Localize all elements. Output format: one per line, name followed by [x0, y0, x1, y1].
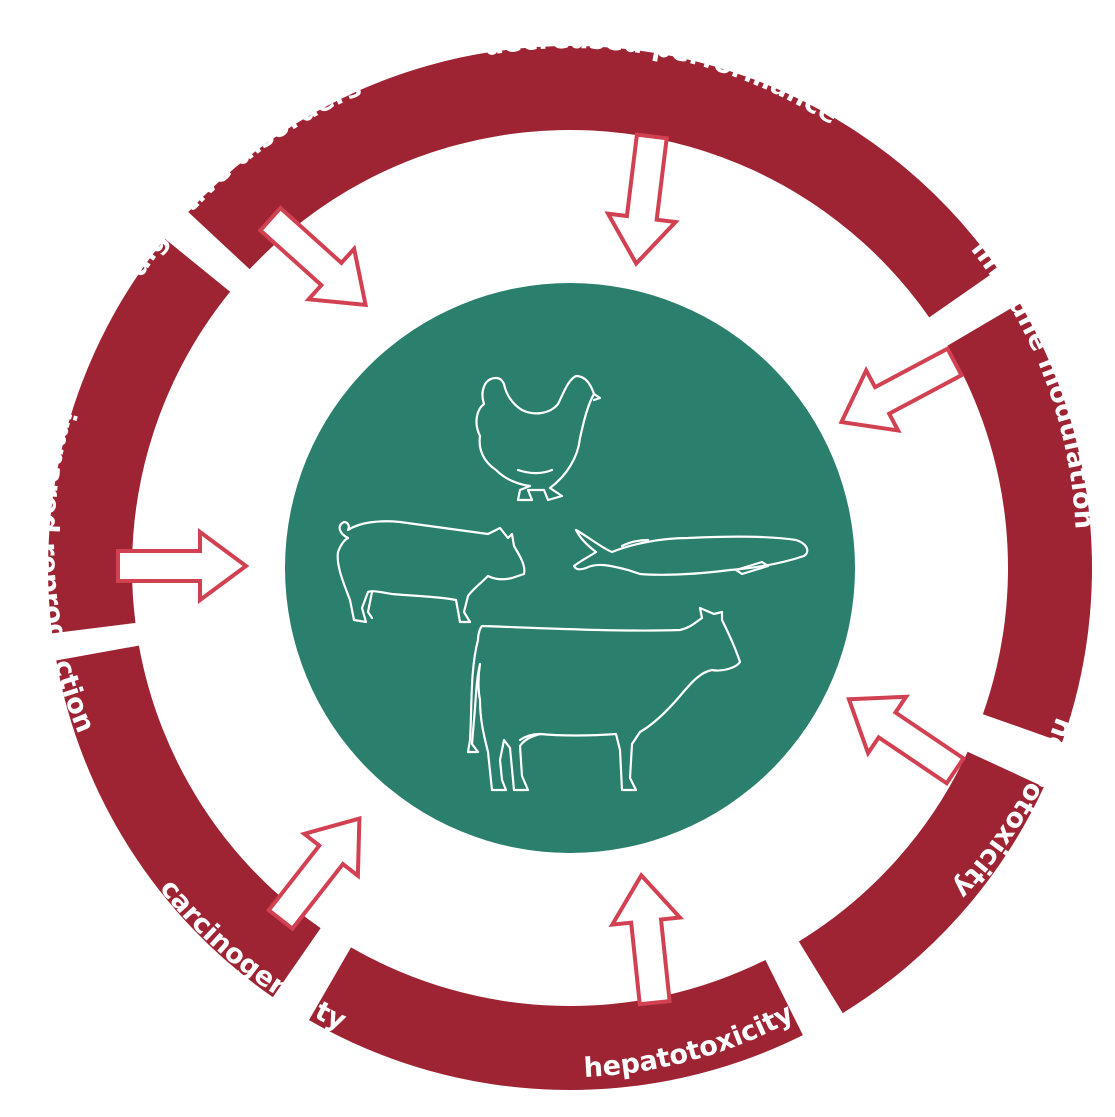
outer-ring [47, 46, 1092, 1090]
arrow-from-immune-modulation [838, 346, 965, 434]
ring-segment-hepatotoxicity [309, 947, 803, 1090]
arrows-group [116, 132, 967, 1007]
center-circle [285, 283, 855, 853]
arrow-from-impared-reproduction [116, 528, 250, 604]
chicken-icon [475, 374, 602, 502]
arrow-from-decreased-performance [604, 132, 680, 267]
arrow-from-carcinogenicity [265, 815, 362, 932]
ring-segment-impared-reproduction [47, 238, 231, 634]
arrow-from-hepatotoxicity [608, 872, 685, 1007]
arrow-from-digestive-disorders [257, 205, 369, 308]
arrow-from-neurotoxicity [846, 694, 967, 787]
fish-icon [572, 528, 809, 576]
pig-icon [336, 520, 526, 624]
ring-segment-immune-modulation [947, 303, 1092, 743]
ring-segment-digestive-disorders [188, 52, 503, 270]
ring-segment-carcinogenicity [56, 645, 321, 998]
ring-segment-neurotoxicity [798, 751, 1044, 1014]
ring-segment-decreased-performance [439, 46, 999, 318]
cow-icon [466, 606, 742, 792]
